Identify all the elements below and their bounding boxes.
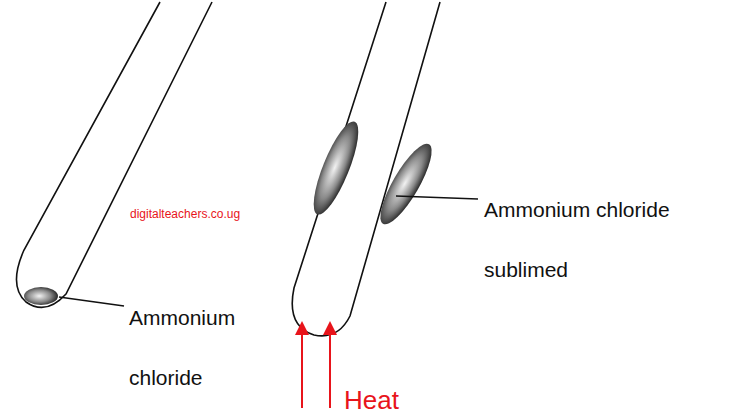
leader-line <box>59 297 124 306</box>
part-label-box: Ammonium chloride <box>129 288 249 408</box>
heat-label: Heat <box>344 385 464 415</box>
leader-line <box>396 196 478 199</box>
watermark-box: digitalteachers.co.ug <box>130 206 330 222</box>
part-label-box: Ammonium chloride sublimed <box>484 180 724 300</box>
solid-sample <box>24 287 58 305</box>
heat-arrow <box>329 328 331 408</box>
heat-label-box: Heat <box>344 385 464 415</box>
test-tube <box>16 2 212 307</box>
sublimate-deposit <box>305 117 367 219</box>
watermark: digitalteachers.co.ug <box>130 206 330 222</box>
part-label: Ammonium chloride <box>129 288 249 408</box>
test-tube <box>292 2 440 336</box>
sublimate-deposit <box>372 138 441 231</box>
heat-arrow <box>301 328 303 408</box>
part-label: Ammonium chloride sublimed <box>484 180 724 300</box>
